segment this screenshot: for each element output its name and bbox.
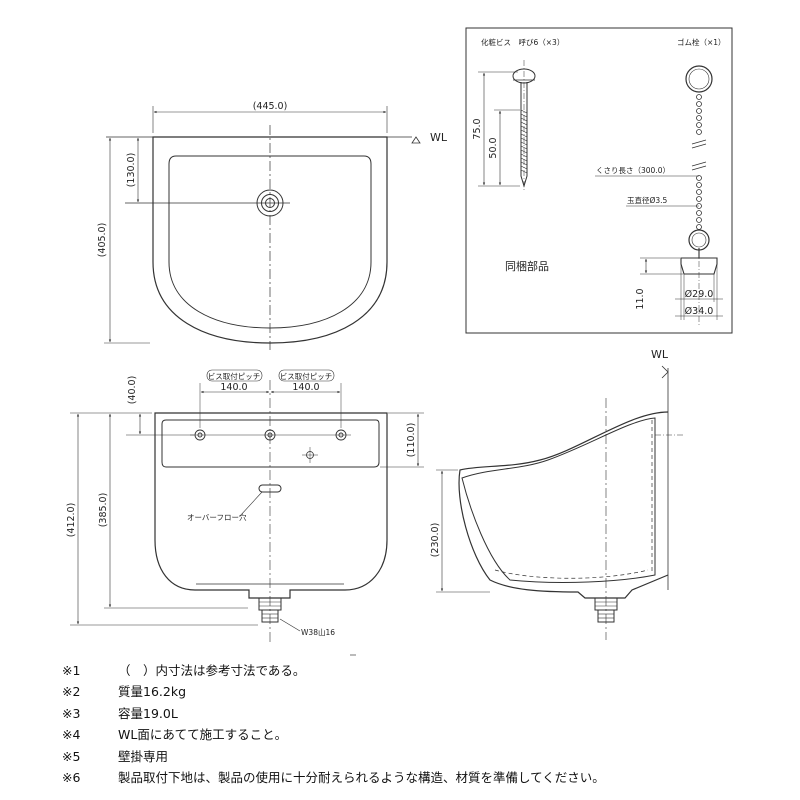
overflow-label: オーバーフロー穴 <box>187 512 247 522</box>
note-text: 製品取付下地は、製品の使用に十分耐えられるような構造、材質を準備してください。 <box>118 769 605 785</box>
wl-triangle-top <box>411 136 421 144</box>
top-view <box>104 106 421 350</box>
note-text: 壁掛専用 <box>118 748 169 764</box>
note-text: 質量16.2kg <box>118 684 187 700</box>
pitch-left-label: ビス取付ピッチ <box>208 371 261 381</box>
chain-balls <box>696 94 702 230</box>
side-body-outline <box>458 411 669 599</box>
top-wl-label: WL <box>430 131 448 144</box>
note-id: ※3 <box>62 705 81 721</box>
side-inner-bowl <box>461 417 656 583</box>
note-item: ※5 壁掛専用 <box>62 746 792 767</box>
plug-height-dim: 11.0 <box>635 288 646 309</box>
top-drain-offset-dim: (130.0) <box>126 153 137 188</box>
screw-label: 化粧ビス 呼び6（×3） <box>481 37 564 47</box>
note-item: ※1 （ ）内寸法は参考寸法である。 <box>62 660 792 681</box>
accessories-box <box>465 27 733 334</box>
plug-label: ゴム栓（×1） <box>677 37 726 47</box>
drain-thread-label: W38山16 <box>301 627 335 637</box>
screw-length-dim: 75.0 <box>472 118 483 139</box>
chain-ring-top <box>685 65 713 93</box>
note-item: ※3 容量19.0L <box>62 703 792 724</box>
total-height-dim: (412.0) <box>66 503 77 538</box>
side-bowl-hidden <box>494 569 649 579</box>
side-wl-label: WL <box>651 348 669 361</box>
overflow-leader <box>239 491 263 517</box>
note-id: ※6 <box>62 769 81 785</box>
pitch-right-label: ビス取付ピッチ <box>280 371 333 381</box>
pitch-left-dim: 140.0 <box>220 382 247 393</box>
side-view <box>436 365 684 640</box>
front-body-outline <box>154 412 388 599</box>
notes-list: ※1 （ ）内寸法は参考寸法である。 ※2 質量16.2kg ※3 容量19.0L ※… <box>62 660 792 788</box>
plug-top-dia: Ø34.0 <box>685 306 714 317</box>
note-id: ※1 <box>62 663 81 678</box>
note-id: ※2 <box>62 684 81 700</box>
top-width-dim: (445.0) <box>253 101 288 112</box>
right-height-dim: (110.0) <box>406 423 417 458</box>
note-item: ※2 質量16.2kg <box>62 681 792 702</box>
top-depth-dim: (405.0) <box>97 223 108 258</box>
note-text: （ ）内寸法は参考寸法である。 <box>118 663 306 678</box>
screw-holes <box>190 429 351 441</box>
screw-thread-dim: 50.0 <box>488 137 499 158</box>
note-id: ※5 <box>62 748 81 764</box>
accessories-frame <box>465 27 733 334</box>
bowl-height-dim: (230.0) <box>430 523 441 558</box>
drain-thread-leader <box>279 618 301 632</box>
note-id: ※4 <box>62 727 81 743</box>
note-text: WL面にあてて施工すること。 <box>118 727 288 743</box>
inner-height-dim: (385.0) <box>98 493 109 528</box>
front-view <box>70 380 424 645</box>
pitch-right-dim: 140.0 <box>292 382 319 393</box>
chain-length-label: くさり長さ（300.0） <box>596 166 670 175</box>
note-item: ※6 製品取付下地は、製品の使用に十分耐えられるような構造、材質を準備してください… <box>62 767 792 788</box>
note-text: 容量19.0L <box>118 705 178 721</box>
side-wl-triangle <box>661 365 669 379</box>
plug-bottom-dia: Ø29.0 <box>685 289 714 300</box>
top-offset-dim: (40.0) <box>127 376 138 405</box>
note-item: ※4 WL面にあてて施工すること。 <box>62 724 792 745</box>
front-rim-band <box>161 419 380 468</box>
ball-diameter-label: 玉直径Ø3.5 <box>627 195 668 205</box>
accessories-title: 同梱部品 <box>505 259 549 273</box>
